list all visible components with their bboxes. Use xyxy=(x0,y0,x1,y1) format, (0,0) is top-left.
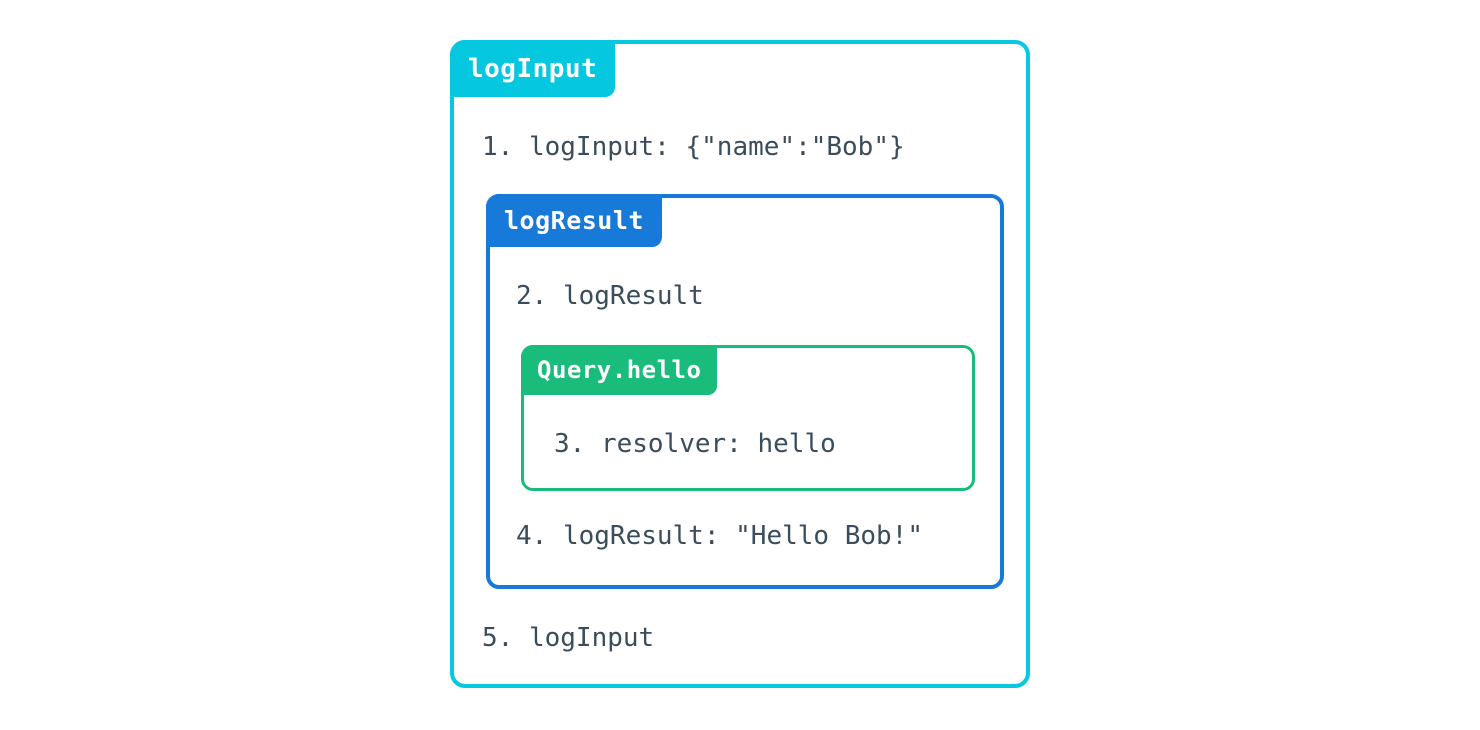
scope-badge-log-result: logResult xyxy=(486,194,662,247)
log-line-2: 2. logResult xyxy=(516,281,704,311)
scope-box-query-hello: Query.hello 3. resolver: hello xyxy=(521,345,975,491)
log-line-1: 1. logInput: {"name":"Bob"} xyxy=(482,132,905,162)
log-line-4: 4. logResult: "Hello Bob!" xyxy=(516,521,923,551)
log-line-3: 3. resolver: hello xyxy=(554,429,836,459)
scope-box-log-result: logResult 2. logResult Query.hello 3. re… xyxy=(486,194,1004,589)
log-line-5: 5. logInput xyxy=(482,623,655,653)
scope-badge-log-input: logInput xyxy=(450,40,616,97)
scope-badge-query-hello: Query.hello xyxy=(521,345,718,395)
scope-box-log-input: logInput 1. logInput: {"name":"Bob"} log… xyxy=(450,40,1030,688)
